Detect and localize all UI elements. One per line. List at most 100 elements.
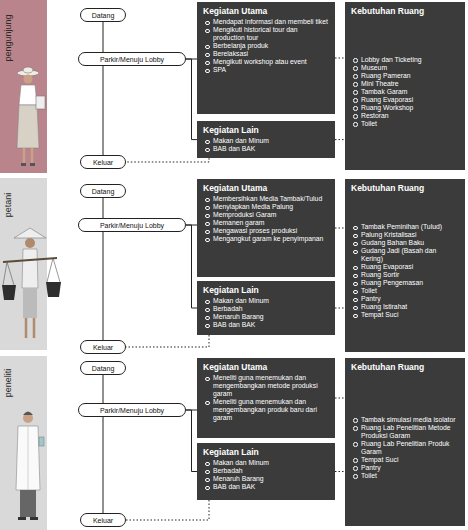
- flow-connector: [335, 58, 345, 59]
- activity-box: Kegiatan UtamaMembersihkan Media Tambak/…: [197, 179, 335, 277]
- activity-box: Kegiatan LainMakan dan MinumBerbadahMena…: [197, 443, 335, 500]
- list-item: Ruang Evaporasi: [361, 96, 459, 104]
- flow-connector: [335, 398, 345, 399]
- box-heading: Kebutuhan Ruang: [351, 362, 459, 372]
- list-item: Palung Kristalisasi: [361, 231, 459, 239]
- list-item: Berelaksasi: [213, 50, 329, 58]
- list-item: BAB dan BAK: [213, 145, 329, 153]
- pill-text: Parkir/Menuju Lobby: [100, 407, 164, 414]
- list-item: Ruang Pameran: [361, 72, 459, 80]
- box-heading: Kegiatan Lain: [203, 125, 329, 135]
- list-item: Makan dan Minum: [213, 459, 329, 467]
- list-item: Mengangkut garam ke penyimpanan: [213, 235, 329, 243]
- flow-connector: [335, 139, 345, 140]
- list-item: SPA: [213, 66, 329, 74]
- list-item: Mendapat informasi dan membeli tiket: [213, 18, 329, 26]
- list-item: Ruang Sortir: [361, 271, 459, 279]
- list-item: Tambak simulasi media isolator: [361, 416, 459, 424]
- list-item: Tempat Suci: [361, 311, 459, 319]
- space-needs-box: Kebutuhan RuangTambak Peminihan (Tulud)P…: [345, 179, 465, 352]
- list-item: Ruang Pengemasan: [361, 279, 459, 287]
- flow-connector: [126, 335, 209, 347]
- row-label: pengunjung: [3, 14, 13, 61]
- list-item: Pantry: [361, 464, 459, 472]
- flow-pill: Keluar: [80, 155, 126, 169]
- list-item: Mengikuti historical tour dan production…: [213, 26, 329, 42]
- box-heading: Kebutuhan Ruang: [351, 6, 459, 16]
- list-item: Berbadah: [213, 305, 329, 313]
- list-item: Makan dan Minum: [213, 297, 329, 305]
- flow-connector: [186, 410, 197, 472]
- farmer-figure: [2, 228, 61, 338]
- list-item: Menaruh Barang: [213, 313, 329, 321]
- box-heading: Kegiatan Utama: [203, 183, 329, 193]
- flow-pill: Parkir/Menuju Lobby: [78, 218, 186, 232]
- list-item: Ruang Lab Penelitian Metode Produksi Gar…: [361, 424, 459, 440]
- list-item: Ruang Evaporasi: [361, 263, 459, 271]
- activity-box: Kegiatan LainMakan dan MinumBerbadahMena…: [197, 281, 335, 335]
- flow-pill: Keluar: [80, 513, 126, 527]
- flow-connector: [186, 225, 197, 308]
- list-item: Menyiapkan Media Palung: [213, 203, 329, 211]
- activity-box: Kegiatan LainMakan dan MinumBAB dan BAK: [197, 121, 335, 158]
- pill-text: Datang: [92, 12, 115, 19]
- list-item: Mengawasi proses produksi: [213, 227, 329, 235]
- box-heading: Kebutuhan Ruang: [351, 183, 459, 193]
- list-item: Ruang Istirahat: [361, 303, 459, 311]
- box-heading: Kegiatan Lain: [203, 285, 329, 295]
- list-item: Tambak Peminihan (Tulud): [361, 223, 459, 231]
- list-item: Tambak Garam: [361, 88, 459, 96]
- list-item: Makan dan Minum: [213, 137, 329, 145]
- flow-connector: [335, 228, 345, 229]
- list-item: Memproduksi Garam: [213, 211, 329, 219]
- list-item: Museum: [361, 64, 459, 72]
- flow-pill: Datang: [80, 8, 126, 22]
- list-item: Toilet: [361, 287, 459, 295]
- row-label: petani: [3, 193, 13, 218]
- box-heading: Kegiatan Utama: [203, 362, 329, 372]
- list-item: Membersihkan Media Tambak/Tulud: [213, 195, 329, 203]
- space-needs-box: Kebutuhan RuangTambak simulasi media iso…: [345, 358, 465, 526]
- flow-connector: [103, 66, 104, 155]
- list-item: Memanen garam: [213, 219, 329, 227]
- list-item: Berbelanja produk: [213, 42, 329, 50]
- visitor-figure: [17, 67, 45, 166]
- flow-connector: [103, 375, 104, 403]
- list-item: Gudang Bahan Baku: [361, 239, 459, 247]
- flow-connector: [103, 22, 104, 52]
- list-item: Mini Theatre: [361, 80, 459, 88]
- list-item: BAB dan BAK: [213, 483, 329, 491]
- researcher-figure: [16, 412, 44, 521]
- list-item: Pantry: [361, 295, 459, 303]
- list-item: Restoran: [361, 112, 459, 120]
- pill-text: Parkir/Menuju Lobby: [100, 222, 164, 229]
- pill-text: Datang: [92, 188, 115, 195]
- list-item: Berbadah: [213, 467, 329, 475]
- flow-pill: Keluar: [80, 340, 126, 354]
- flow-pill: Parkir/Menuju Lobby: [78, 52, 186, 66]
- flow-connector: [103, 198, 104, 218]
- box-heading: Kegiatan Lain: [203, 447, 329, 457]
- row-band: [0, 0, 47, 173]
- flow-connector: [186, 59, 197, 140]
- list-item: Ruang Lab Penelitian Produk Garam: [361, 440, 459, 456]
- flow-pill: Parkir/Menuju Lobby: [78, 403, 186, 417]
- pill-text: Keluar: [93, 159, 113, 166]
- activity-box: Kegiatan UtamaMeneliti guna menemukan da…: [197, 358, 335, 438]
- flow-pill: Datang: [80, 184, 126, 198]
- list-item: Gudang Jadi (Basah dan Kering): [361, 247, 459, 263]
- pill-text: Parkir/Menuju Lobby: [100, 56, 164, 63]
- list-item: Toilet: [361, 472, 459, 480]
- row-band: [0, 178, 47, 350]
- list-item: Ruang Workshop: [361, 104, 459, 112]
- row-label: peneliti: [3, 369, 13, 398]
- flow-connector: [335, 471, 345, 472]
- flow-pill: Datang: [80, 361, 126, 375]
- space-needs-box: Kebutuhan RuangLobby dan TicketingMuseum…: [345, 2, 465, 170]
- pill-text: Keluar: [93, 517, 113, 524]
- activity-box: Kegiatan UtamaMendapat informasi dan mem…: [197, 2, 335, 114]
- flow-connector: [103, 232, 104, 340]
- flow-connector: [103, 417, 104, 513]
- list-item: Menaruh Barang: [213, 475, 329, 483]
- list-item: Lobby dan Ticketing: [361, 56, 459, 64]
